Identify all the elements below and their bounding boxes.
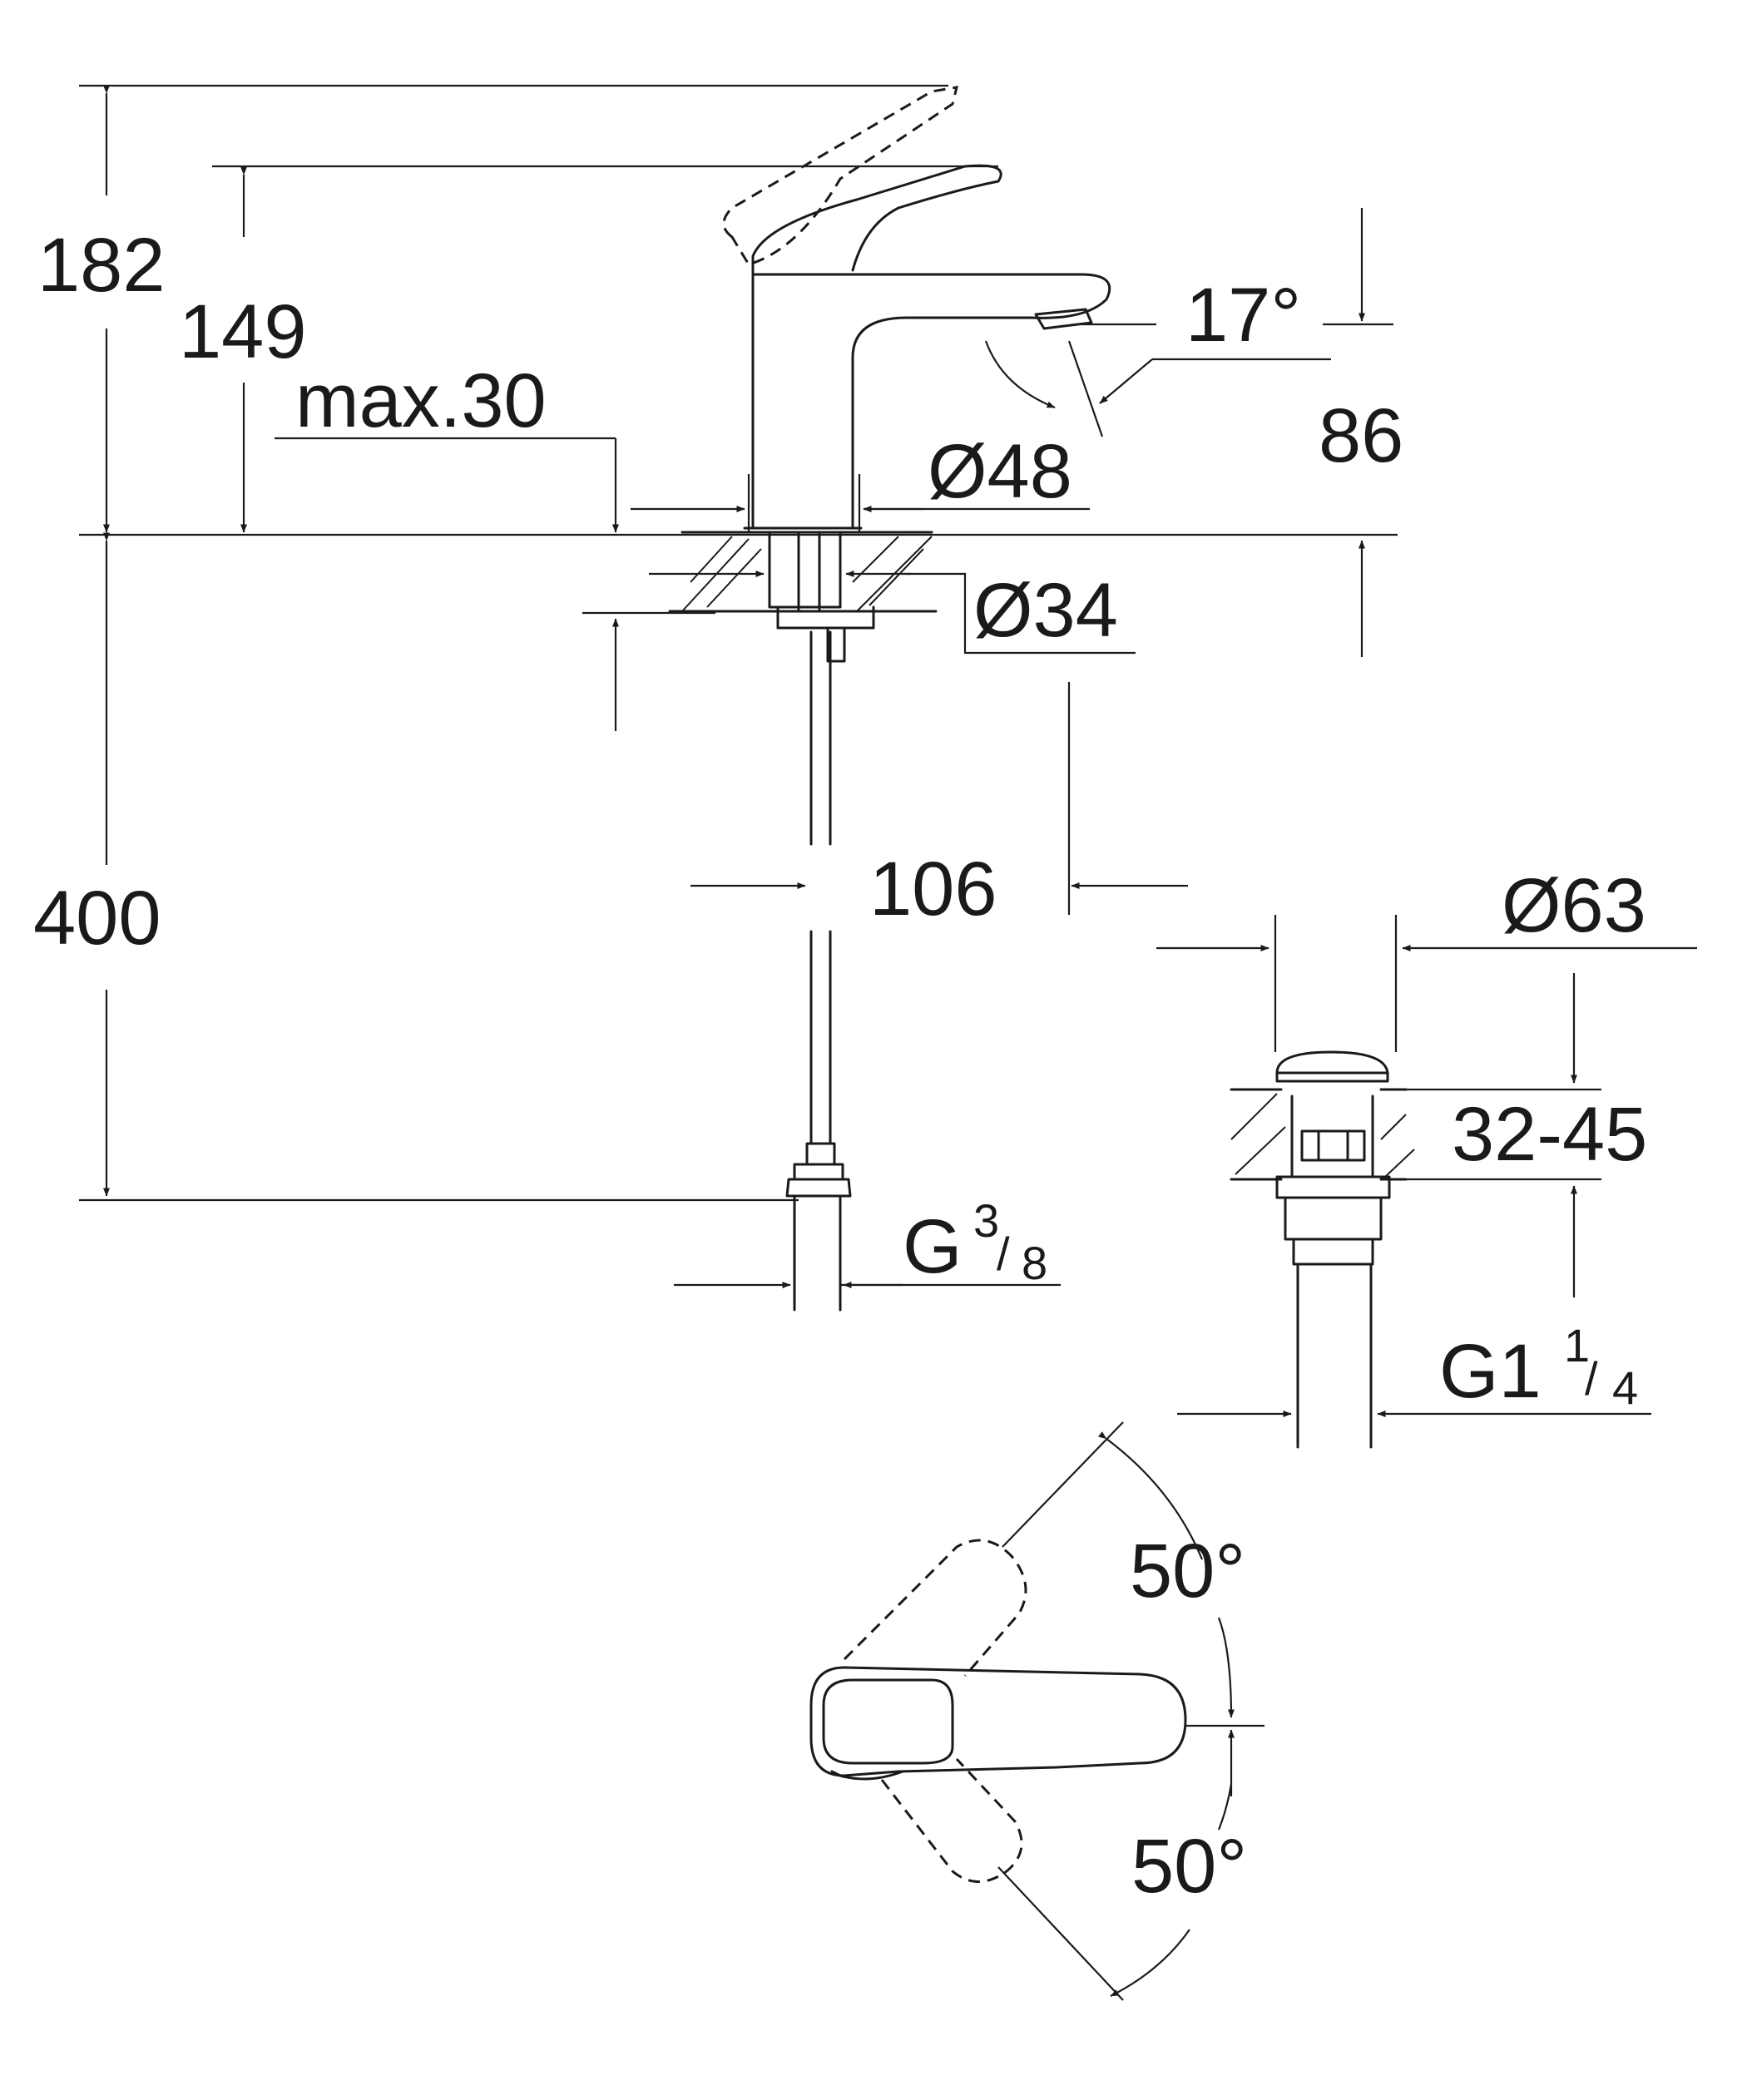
faucet-side-view	[722, 86, 1111, 1312]
dimension-lines-faucet	[79, 84, 1398, 1288]
below-counter-length-label: 400	[33, 876, 161, 961]
waste-thread-label: G1 1 / 4	[1439, 1319, 1638, 1414]
svg-text:G1: G1	[1439, 1329, 1542, 1414]
countertop-section	[668, 531, 938, 613]
dimension-labels: 182 149 max.30 17° 86 Ø48 Ø34 400 106 G …	[33, 223, 1647, 1909]
waste-valve-view	[1230, 1050, 1415, 1449]
counter-thickness-label: max.30	[295, 358, 547, 443]
basin-thickness-label: 32-45	[1452, 1092, 1647, 1177]
svg-text:/: /	[1585, 1352, 1598, 1405]
waste-diameter-label: Ø63	[1502, 863, 1646, 948]
spout-angle-label: 17°	[1185, 273, 1301, 358]
outlet-height-label: 149	[179, 289, 307, 374]
shank-diameter-label: Ø34	[973, 568, 1118, 653]
svg-text:/: /	[997, 1228, 1010, 1280]
svg-text:4: 4	[1612, 1361, 1638, 1414]
lever-top-view	[809, 1421, 1265, 2001]
svg-text:G: G	[903, 1204, 963, 1289]
hose-thread-label: G 3 / 8	[903, 1194, 1047, 1289]
total-height-label: 182	[37, 223, 166, 308]
lever-rotation-left-label: 50°	[1130, 1529, 1245, 1613]
svg-text:1: 1	[1564, 1319, 1590, 1371]
svg-text:3: 3	[973, 1194, 999, 1247]
dimension-lines-waste	[1156, 915, 1697, 1417]
spout-height-label: 86	[1319, 393, 1403, 478]
lever-rotation-right-label: 50°	[1131, 1824, 1247, 1909]
svg-text:8: 8	[1022, 1237, 1047, 1289]
body-diameter-label: Ø48	[928, 429, 1072, 514]
spout-reach-label: 106	[869, 847, 997, 931]
